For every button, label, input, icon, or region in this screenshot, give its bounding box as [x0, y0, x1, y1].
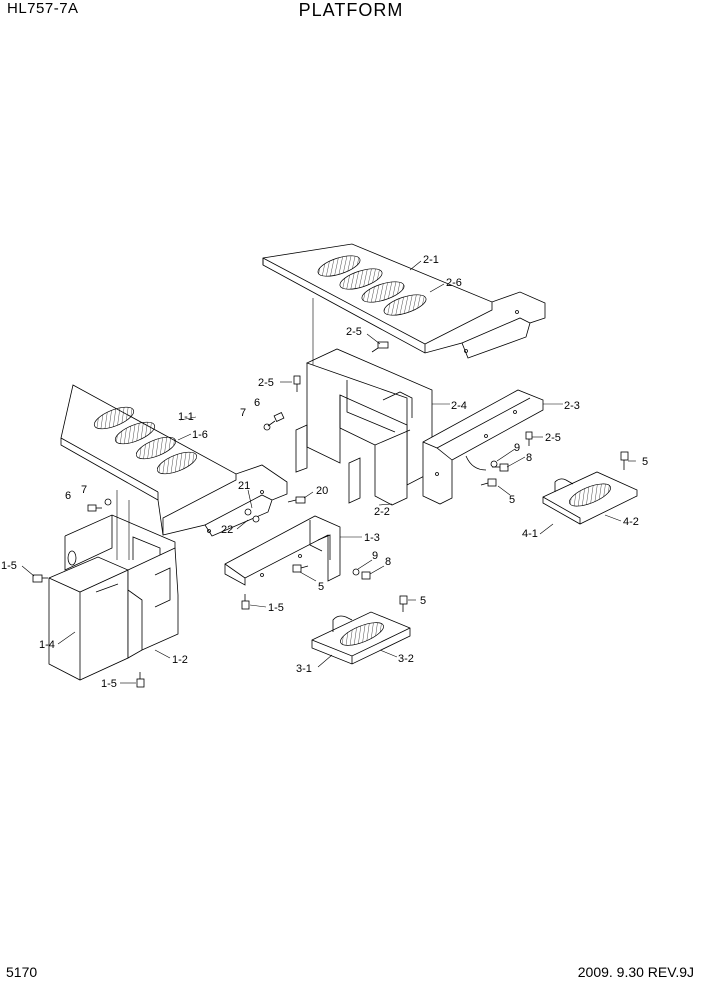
bolt-icon	[292, 564, 309, 573]
bolt-icon	[480, 478, 497, 487]
bolt-icon	[32, 574, 48, 583]
callout-2-4: 2-4	[451, 400, 467, 412]
callout-4-2: 4-2	[623, 516, 639, 528]
callout-6: 6	[254, 397, 260, 409]
bolt-icon	[525, 431, 533, 446]
callout-2-5: 2-5	[258, 377, 274, 389]
page-title: PLATFORM	[298, 0, 404, 20]
callout-21: 21	[238, 480, 250, 492]
callout-3-1: 3-1	[296, 663, 312, 675]
step-4-1	[542, 471, 638, 525]
callout-3-2: 3-2	[398, 653, 414, 665]
revision-date: 2009. 9.30 REV.9J	[577, 964, 694, 980]
callout-5: 5	[509, 494, 515, 506]
callout-6: 6	[65, 490, 71, 502]
bolt-icon	[136, 672, 145, 688]
bolt-icon	[492, 463, 509, 472]
bolt-icon	[361, 571, 371, 580]
bolt-icon	[287, 496, 306, 504]
bolt-icon	[267, 412, 285, 427]
platform-1-1	[60, 384, 288, 537]
leader-lines	[21, 260, 636, 684]
callout-7: 7	[240, 407, 246, 419]
callout-9: 9	[372, 550, 378, 562]
callout-8: 8	[385, 556, 391, 568]
callout-1-1: 1-1	[178, 411, 194, 423]
fasteners	[32, 341, 629, 688]
callout-1-5: 1-5	[1, 560, 17, 572]
callout-4-1: 4-1	[522, 528, 538, 540]
callout-20: 20	[316, 485, 328, 497]
callout-2-1: 2-1	[423, 254, 439, 266]
callout-22: 22	[221, 524, 233, 536]
callout-8: 8	[526, 452, 532, 464]
model-number: HL757-7A	[7, 0, 79, 17]
callout-5: 5	[318, 581, 324, 593]
page-number: 5170	[6, 964, 38, 980]
callout-2-5: 2-5	[545, 432, 561, 444]
callout-5: 5	[642, 456, 648, 468]
callout-1-5: 1-5	[101, 678, 117, 690]
callout-5: 5	[420, 595, 426, 607]
bolt-icon	[241, 594, 250, 610]
callout-1-6: 1-6	[192, 429, 208, 441]
callout-1-5: 1-5	[268, 602, 284, 614]
support-2-4	[295, 348, 433, 506]
bracket-1-3	[224, 515, 341, 586]
callout-9: 9	[514, 442, 520, 454]
step-3-1	[311, 611, 411, 665]
bolt-icon	[399, 595, 408, 612]
callout-labels: 2-1 2-6 2-5 2-5 2-4 2-3 7 6 1-1 1-6 2-5 …	[1, 254, 648, 690]
bolt-icon	[87, 504, 102, 512]
bracket-2-3	[422, 389, 544, 505]
bolt-icon	[371, 341, 389, 353]
bolt-icon	[293, 375, 301, 392]
callout-2-3: 2-3	[564, 400, 580, 412]
callout-1-2: 1-2	[172, 654, 188, 666]
callout-2-2: 2-2	[374, 506, 390, 518]
callout-2-5: 2-5	[346, 326, 362, 338]
bolt-icon	[620, 451, 629, 470]
callout-2-6: 2-6	[446, 277, 462, 289]
callout-1-3: 1-3	[364, 532, 380, 544]
callout-1-4: 1-4	[39, 639, 55, 651]
platform-2-1	[262, 243, 546, 359]
guide-lines	[116, 298, 314, 560]
box-1-2	[48, 514, 179, 681]
callout-7: 7	[81, 484, 87, 496]
